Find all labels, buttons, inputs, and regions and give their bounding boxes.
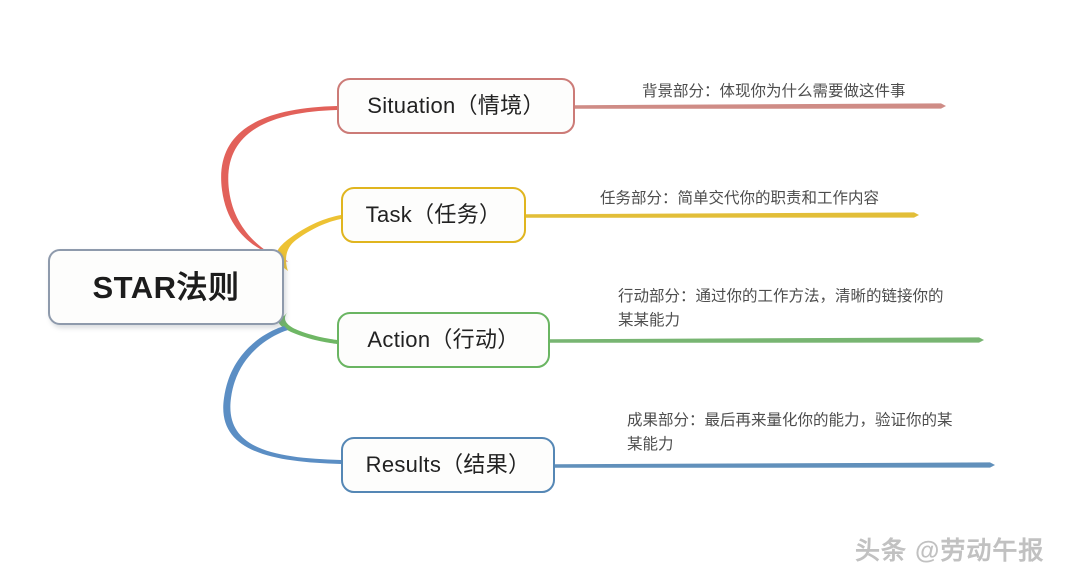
- branch-description-task: 任务部分：简单交代你的职责和工作内容: [600, 190, 880, 207]
- connector-curve-results: [223, 326, 341, 464]
- branch-label-action: Action（行动）: [367, 327, 520, 352]
- branch-description-situation: 背景部分：体现你为什么需要做这件事: [642, 83, 906, 100]
- connector-line-action: [550, 337, 984, 343]
- branch-label-task: Task（任务）: [365, 202, 502, 227]
- branch-node-results[interactable]: Results（结果）: [341, 437, 555, 493]
- connector-line-situation: [575, 103, 946, 109]
- connector-line-results: [555, 462, 995, 468]
- connector-curve-action: [278, 312, 337, 344]
- root-node-label: STAR法则: [92, 269, 240, 305]
- connector-line-task: [526, 212, 919, 218]
- branch-label-results: Results（结果）: [365, 452, 531, 477]
- branch-node-action[interactable]: Action（行动）: [337, 312, 550, 368]
- branch-label-situation: Situation（情境）: [367, 93, 545, 118]
- root-node[interactable]: STAR法则: [48, 249, 284, 325]
- branch-description-results: 成果部分：最后再来量化你的能力，验证你的某 某能力: [627, 412, 953, 454]
- branch-node-situation[interactable]: Situation（情境）: [337, 78, 575, 134]
- connector-curve-task: [275, 215, 341, 271]
- branch-description-action: 行动部分：通过你的工作方法，清晰的链接你的 某某能力: [618, 288, 944, 330]
- branch-node-task[interactable]: Task（任务）: [341, 187, 526, 243]
- watermark: 头条 @劳动午报: [855, 537, 1045, 565]
- connector-curve-situation: [221, 106, 337, 262]
